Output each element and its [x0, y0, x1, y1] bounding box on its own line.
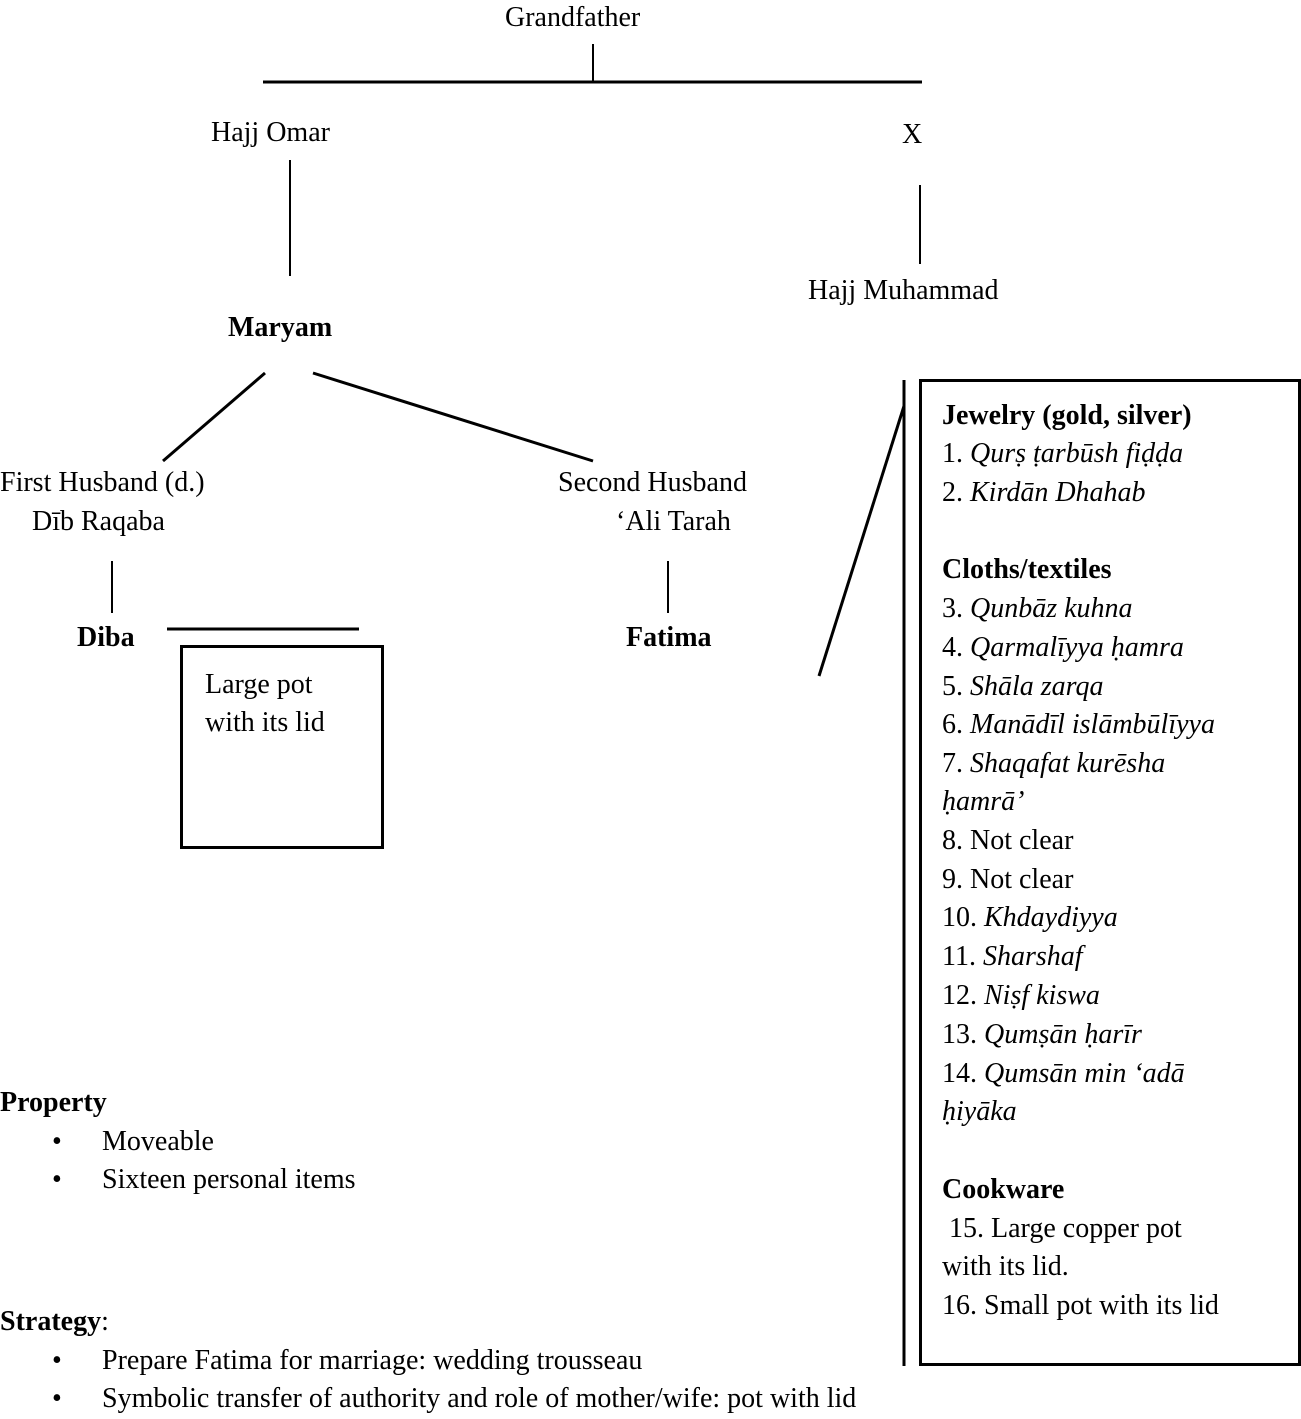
strategy-item-text: Prepare Fatima for marriage: wedding tro…: [102, 1345, 643, 1376]
item-name: Qurṣ ṭarbūsh fiḍḍa: [970, 438, 1184, 469]
bullet-icon: •: [52, 1383, 62, 1414]
item-name: Kirdān Dhahab: [970, 477, 1146, 508]
cookware-heading: Cookware: [942, 1174, 1065, 1205]
maryam-to-second-husband-line: [312, 371, 594, 463]
item-name: Qumṣān ḥarīr: [984, 1019, 1142, 1050]
node-first-husband-label: First Husband (d.): [0, 467, 205, 498]
item-3: 3. Qunbāz kuhna: [942, 595, 1133, 623]
item-8: 8. Not clear: [942, 827, 1073, 855]
pot-box-line-1: Large pot: [205, 669, 313, 700]
item-number: 7.: [942, 748, 963, 779]
item-11: 11. Sharshaf: [942, 943, 1083, 971]
node-x: X: [902, 119, 923, 150]
item-1: 1. Qurṣ ṭarbūsh fiḍḍa: [942, 440, 1183, 468]
item-name: Qarmalīyya ḥamra: [970, 632, 1184, 663]
node-diba: Diba: [77, 622, 135, 653]
node-grandfather: Grandfather: [505, 2, 641, 33]
item-9: 9. Not clear: [942, 866, 1073, 894]
item-number: 6.: [942, 709, 963, 740]
item-14-continued: ḥiyāka: [942, 1096, 1017, 1127]
item-number: 13.: [942, 1019, 977, 1050]
item-5: 5. Shāla zarqa: [942, 673, 1104, 701]
item-name: Shāla zarqa: [970, 671, 1104, 702]
node-fatima: Fatima: [626, 622, 712, 653]
items-box: Jewelry (gold, silver) 1. Qurṣ ṭarbūsh f…: [919, 379, 1301, 1366]
item-name: Niṣf kiswa: [984, 980, 1100, 1011]
item-15: 15. Large copper pot: [942, 1213, 1182, 1244]
item-13: 13. Qumṣān ḥarīr: [942, 1021, 1142, 1049]
item-7: 7. Shaqafat kurēsha: [942, 750, 1165, 778]
item-6: 6. Manādīl islāmbūlīyya: [942, 711, 1215, 739]
item-number: 2.: [942, 477, 963, 508]
maryam-to-first-husband-line: [162, 371, 266, 463]
bullet-icon: •: [52, 1345, 62, 1376]
item-14: 14. Qumsān min ‘adā: [942, 1060, 1185, 1088]
node-maryam: Maryam: [228, 312, 333, 343]
node-first-husband-name: Dīb Raqaba: [32, 506, 165, 537]
item-name: Not clear: [970, 864, 1074, 895]
item-16: 16. Small pot with its lid: [942, 1290, 1219, 1321]
bullet-icon: •: [52, 1164, 62, 1195]
item-10: 10. Khdaydiyya: [942, 904, 1118, 932]
item-name: Qumsān min ‘adā: [984, 1058, 1185, 1089]
item-number: 12.: [942, 980, 977, 1011]
item-12: 12. Niṣf kiswa: [942, 982, 1100, 1010]
item-number: 10.: [942, 902, 977, 933]
item-2: 2. Kirdān Dhahab: [942, 479, 1146, 507]
item-7-continued: ḥamrā’: [942, 786, 1025, 817]
item-number: 11.: [942, 941, 976, 972]
item-number: 1.: [942, 438, 963, 469]
bullet-icon: •: [52, 1126, 62, 1157]
item-number: 14.: [942, 1058, 977, 1089]
jewelry-heading: Jewelry (gold, silver): [942, 400, 1192, 431]
pot-box-line-2: with its lid: [205, 707, 325, 738]
item-name: Qunbāz kuhna: [970, 593, 1133, 624]
item-15-continued: with its lid.: [942, 1251, 1069, 1282]
cloths-heading: Cloths/textiles: [942, 554, 1112, 585]
item-number: 9.: [942, 864, 963, 895]
strategy-heading: Strategy:: [0, 1308, 109, 1336]
pot-box-text: Large pot with its lid: [205, 666, 325, 742]
item-name: Sharshaf: [982, 941, 1083, 972]
property-item-text: Sixteen personal items: [102, 1164, 356, 1195]
item-name: Manādīl islāmbūlīyya: [970, 709, 1215, 740]
strategy-heading-colon: :: [101, 1306, 109, 1337]
strategy-item-text: Symbolic transfer of authority and role …: [102, 1383, 857, 1414]
item-number: 4.: [942, 632, 963, 663]
node-second-husband-name: ‘Ali Tarah: [616, 506, 731, 537]
item-4: 4. Qarmalīyya ḥamra: [942, 634, 1184, 662]
node-hajj-muhammad: Hajj Muhammad: [808, 275, 999, 306]
item-name: Not clear: [970, 825, 1074, 856]
item-number: 3.: [942, 593, 963, 624]
item-name: Shaqafat kurēsha: [970, 748, 1166, 779]
node-second-husband-label: Second Husband: [558, 467, 747, 498]
item-number: 8.: [942, 825, 963, 856]
fatima-to-items-diagonal: [817, 405, 906, 677]
item-number: 5.: [942, 671, 963, 702]
node-hajj-omar: Hajj Omar: [211, 117, 330, 148]
property-item-text: Moveable: [102, 1126, 214, 1157]
property-heading: Property: [0, 1087, 107, 1118]
strategy-heading-text: Strategy: [0, 1306, 102, 1337]
item-name: Khdaydiyya: [984, 902, 1118, 933]
pot-box: Large pot with its lid: [180, 645, 384, 849]
